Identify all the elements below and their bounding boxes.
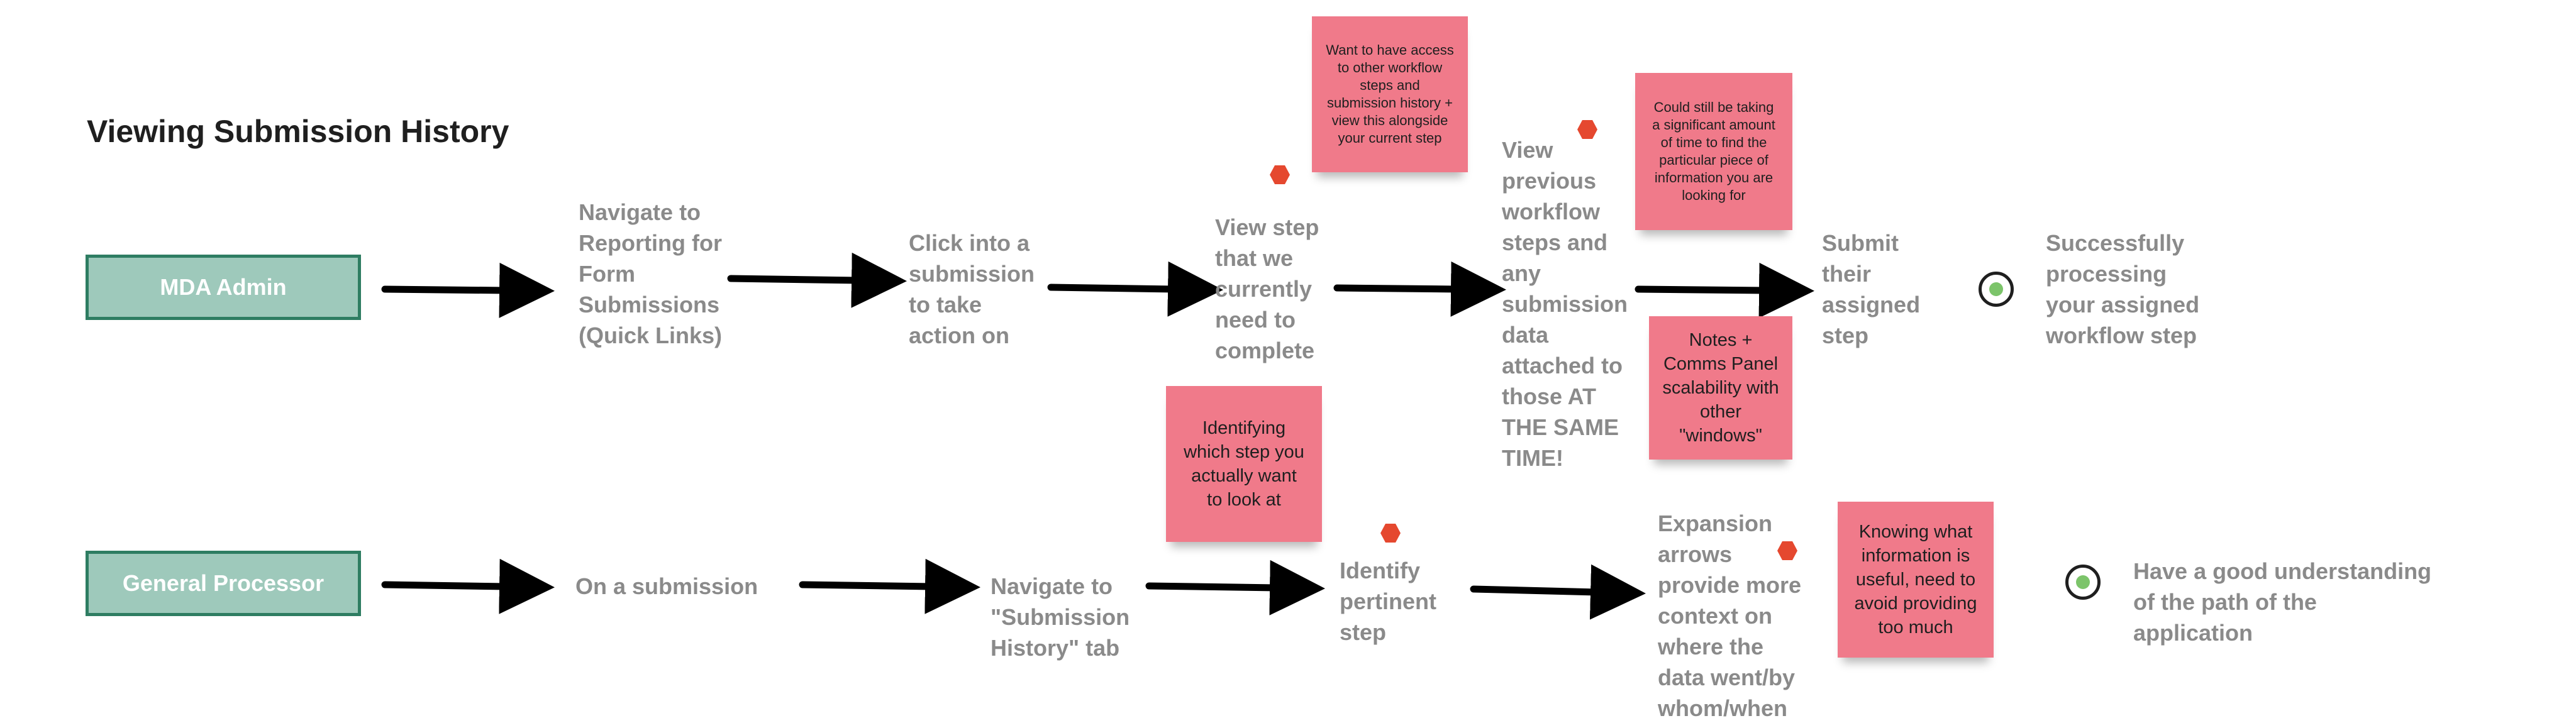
arrow-right-icon <box>1333 261 1506 317</box>
arrow-right-icon <box>381 262 555 318</box>
arrow-right-icon <box>1145 560 1325 615</box>
step-on-submission: On a submission <box>575 573 758 599</box>
step-click-submission: Click into a submission to take action o… <box>909 230 1035 348</box>
step-navigate-reporting: Navigate to Reporting for Form Submissio… <box>579 199 723 348</box>
sticky-note-still-taking-time: Could still be taking a significant amou… <box>1635 73 1792 230</box>
arrow-right-icon <box>1470 564 1646 620</box>
goal-target-icon <box>2065 565 2101 600</box>
step-view-current-step: View step that we currently need to comp… <box>1215 214 1319 363</box>
role-general-processor: General Processor <box>86 551 361 616</box>
sticky-note-identifying-step: Identifying which step you actually want… <box>1166 386 1322 542</box>
goal-understanding-path: Have a good understanding of the path of… <box>2133 558 2432 646</box>
role-mda-admin: MDA Admin <box>86 255 361 320</box>
arrow-right-icon <box>1635 262 1814 318</box>
goal-target-icon <box>1979 272 2014 307</box>
arrow-right-icon <box>727 252 907 308</box>
step-navigate-history-tab: Navigate to "Submission History" tab <box>991 573 1130 661</box>
arrow-right-icon <box>1047 261 1223 317</box>
sticky-note-knowing-info: Knowing what information is useful, need… <box>1838 502 1994 658</box>
sticky-note-comms-panel: Notes + Comms Panel scalability with oth… <box>1649 316 1792 460</box>
goal-successfully-processing: Successfully processing your assigned wo… <box>2046 230 2200 348</box>
step-expansion-arrows: Expansion arrows provide more context on… <box>1658 510 1802 721</box>
sticky-note-access-other-steps: Want to have access to other workflow st… <box>1312 16 1468 172</box>
step-submit-assigned: Submit their assigned step <box>1822 230 1921 348</box>
step-identify-pertinent: Identify pertinent step <box>1340 558 1437 645</box>
arrow-right-icon <box>381 558 555 614</box>
step-view-previous-steps: View previous workflow steps and any sub… <box>1502 137 1628 471</box>
arrow-right-icon <box>799 558 980 614</box>
pain-point-dot-icon <box>1270 165 1290 184</box>
page-title: Viewing Submission History <box>87 114 509 149</box>
